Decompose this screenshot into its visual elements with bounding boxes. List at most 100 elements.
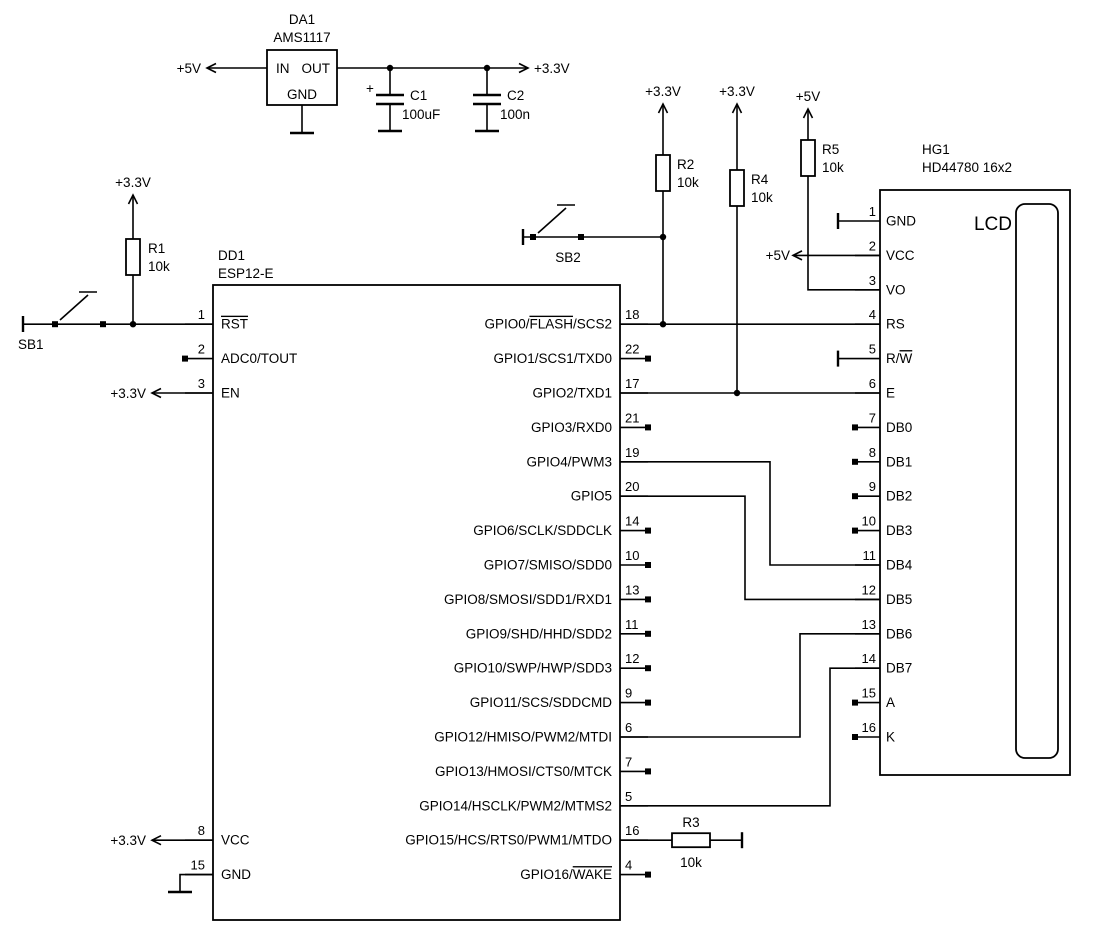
pin-number: 13: [862, 617, 876, 632]
pin-label: GPIO16/WAKE: [520, 867, 612, 882]
pin-number: 2: [198, 342, 205, 357]
pin-label: ADC0/TOUT: [221, 351, 297, 366]
pin-number: 13: [625, 582, 639, 597]
pin-number: 10: [862, 514, 876, 529]
pin-label: GPIO3/RXD0: [531, 420, 612, 435]
r3-ref: R3: [682, 815, 699, 830]
c1-value: 100uF: [402, 107, 440, 122]
pin-number: 7: [625, 754, 632, 769]
pin-label: DB7: [886, 661, 912, 676]
pin-number: 15: [191, 858, 205, 873]
pin-label: EN: [221, 386, 240, 401]
lcd-display-label: LCD: [974, 214, 1012, 235]
pin-label: GPIO5: [571, 489, 612, 504]
pin-number: 3: [198, 376, 205, 391]
button-contact: [578, 234, 584, 240]
pin-number: 22: [625, 342, 639, 357]
pin-label-seg: DB3: [886, 523, 912, 538]
pin-label-seg: GPIO11/SCS/SDDCMD: [470, 695, 613, 710]
pin-number: 20: [625, 479, 639, 494]
pin-number: 2: [869, 238, 876, 253]
pin-number: 14: [862, 651, 876, 666]
pin-number: 5: [869, 342, 876, 357]
pin-label-seg: R/: [886, 351, 900, 366]
pin-number: 4: [625, 858, 632, 873]
pin-label: DB0: [886, 420, 912, 435]
pin-label-seg: DB0: [886, 420, 912, 435]
open-terminal: [645, 562, 651, 568]
pin-label-seg: DB2: [886, 489, 912, 504]
net-label-5v-lcd: +5V: [766, 248, 790, 263]
pin-label-seg: DB4: [886, 558, 913, 573]
open-terminal: [852, 527, 858, 534]
pin-label: GPIO11/SCS/SDDCMD: [470, 695, 613, 710]
pin-label: GPIO10/SWP/HWP/SDD3: [454, 661, 612, 676]
regulator-part: AMS1117: [273, 30, 330, 45]
pin-label-seg: DB1: [886, 454, 912, 469]
open-terminal: [645, 630, 651, 637]
pin-label-seg: GPIO12/HMISO/PWM2/MTDI: [434, 730, 612, 745]
c2-value: 100n: [500, 107, 530, 122]
open-terminal: [852, 699, 858, 706]
pin-label-seg: GPIO10/SWP/HWP/SDD3: [454, 661, 612, 676]
pin-label: GND: [886, 214, 916, 229]
pin-label: DB2: [886, 489, 912, 504]
pin-label: GPIO0/FLASH/SCS2: [484, 317, 612, 332]
regulator-pin-out: OUT: [302, 61, 331, 76]
pin-number: 17: [625, 376, 639, 391]
open-terminal: [645, 596, 651, 603]
sb1-ref: SB1: [18, 337, 44, 352]
open-terminal: [182, 355, 188, 362]
pin-label-seg: VCC: [886, 248, 915, 263]
pin-label-seg: A: [886, 695, 895, 710]
pin-label: R/W: [886, 351, 913, 366]
pin-number: 6: [625, 720, 632, 735]
resistor-r2-body: [655, 154, 671, 192]
r4-value: 10k: [751, 190, 773, 205]
pin-label: VO: [886, 282, 906, 297]
pin-number: 19: [625, 445, 639, 460]
resistor-r4-body: [729, 169, 745, 207]
regulator-ref: DA1: [289, 12, 315, 27]
pin-label: GPIO12/HMISO/PWM2/MTDI: [434, 730, 612, 745]
button-actuator: [537, 207, 567, 234]
pin-label: VCC: [886, 248, 915, 263]
pin-label-seg: GPIO6/SCLK/SDDCLK: [473, 523, 612, 538]
sb2-ref: SB2: [555, 250, 581, 265]
pin-label: VCC: [221, 833, 250, 848]
r5-ref: R5: [822, 142, 839, 157]
pin-label: GPIO13/HMOSI/CTS0/MTCK: [435, 764, 612, 779]
pin-label-seg: DB7: [886, 661, 912, 676]
pin-number: 9: [869, 479, 876, 494]
pin-number: 1: [198, 307, 205, 322]
open-terminal: [645, 768, 651, 775]
mcu-body: [212, 284, 621, 921]
mcu-part: ESP12-E: [218, 266, 274, 281]
pin-label-seg: WAKE: [573, 867, 612, 882]
c2-ref: C2: [507, 88, 524, 103]
pin-label-seg: FLASH: [529, 317, 573, 332]
resistor-r5-body: [800, 139, 816, 177]
button-contact: [530, 234, 536, 240]
open-terminal: [645, 871, 651, 878]
pin-number: 21: [625, 410, 639, 425]
net-label-5v-in: +5V: [177, 61, 201, 76]
pin-number: 12: [862, 582, 876, 597]
pin-label-seg: GPIO3/RXD0: [531, 420, 612, 435]
pin-label: DB6: [886, 626, 912, 641]
pin-number: 7: [869, 410, 876, 425]
pin-number: 8: [198, 823, 205, 838]
pin-number: 9: [625, 686, 632, 701]
pin-label: RST: [221, 317, 248, 332]
r1-ref: R1: [148, 241, 165, 256]
r1-value: 10k: [148, 259, 170, 274]
wire-gpio4-db4: [620, 461, 880, 566]
pin-label: DB1: [886, 454, 912, 469]
net-label-33v-r1: +3.3V: [115, 175, 151, 190]
pin-label: GPIO9/SHD/HHD/SDD2: [466, 626, 612, 641]
pin-label-seg: GND: [886, 214, 916, 229]
wire-gpio5-db5: [620, 495, 880, 601]
r5-value: 10k: [822, 160, 844, 175]
pin-label: RS: [886, 317, 905, 332]
